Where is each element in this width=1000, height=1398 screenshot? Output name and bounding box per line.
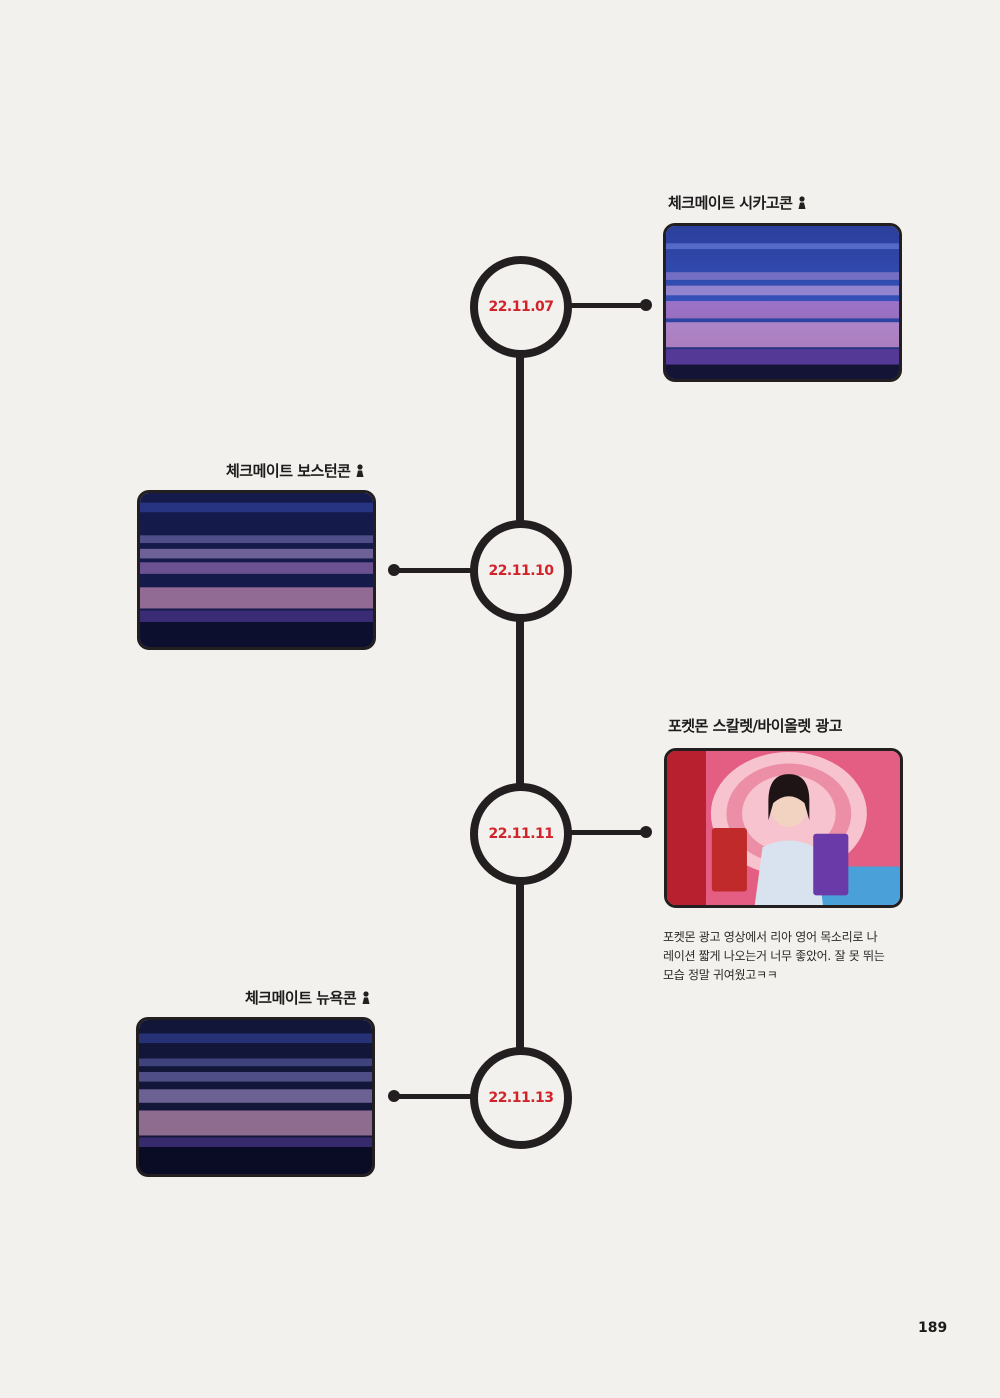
connector-dot (640, 826, 652, 838)
event-date: 22.11.07 (488, 299, 554, 315)
event-caption: 체크메이트 시카고콘 (668, 192, 807, 213)
pokemon-ad-photo (664, 748, 903, 908)
event-date: 22.11.10 (488, 563, 554, 579)
timeline-connector (394, 1094, 474, 1099)
event-caption-text: 체크메이트 보스턴콘 (226, 462, 351, 480)
event-caption: 체크메이트 보스턴콘 (226, 460, 365, 481)
connector-dot (388, 564, 400, 576)
timeline-connector (570, 303, 646, 308)
person-icon (356, 463, 364, 477)
person-icon (798, 195, 806, 209)
timeline-node: 22.11.07 (470, 256, 572, 358)
timeline-node: 22.11.11 (470, 783, 572, 885)
concert-photo-boston (137, 490, 376, 650)
concert-photo-newyork (136, 1017, 375, 1177)
event-caption-text: 체크메이트 시카고콘 (668, 194, 793, 212)
concert-photo-chicago (663, 223, 902, 382)
note-line: 포켓몬 광고 영상에서 리아 영어 목소리로 나 (663, 930, 878, 944)
person-icon (362, 990, 370, 1004)
event-date: 22.11.13 (488, 1090, 554, 1106)
timeline-connector (394, 568, 474, 573)
event-caption: 포켓몬 스칼렛/바이올렛 광고 (668, 715, 843, 736)
connector-dot (640, 299, 652, 311)
event-note: 포켓몬 광고 영상에서 리아 영어 목소리로 나 레이션 짧게 나오는거 너무 … (663, 928, 913, 985)
note-line: 레이션 짧게 나오는거 너무 좋았어. 잘 못 뛰는 (663, 949, 885, 963)
note-line: 모습 정말 귀여웠고ㅋㅋ (663, 968, 778, 982)
event-caption-text: 체크메이트 뉴욕콘 (245, 989, 357, 1007)
page-number: 189 (918, 1320, 948, 1336)
event-caption: 체크메이트 뉴욕콘 (245, 987, 371, 1008)
timeline-node: 22.11.10 (470, 520, 572, 622)
timeline-connector (570, 830, 646, 835)
event-caption-text: 포켓몬 스칼렛/바이올렛 광고 (668, 717, 843, 735)
timeline-node: 22.11.13 (470, 1047, 572, 1149)
timeline-spine (516, 350, 524, 1050)
event-date: 22.11.11 (488, 826, 554, 842)
connector-dot (388, 1090, 400, 1102)
